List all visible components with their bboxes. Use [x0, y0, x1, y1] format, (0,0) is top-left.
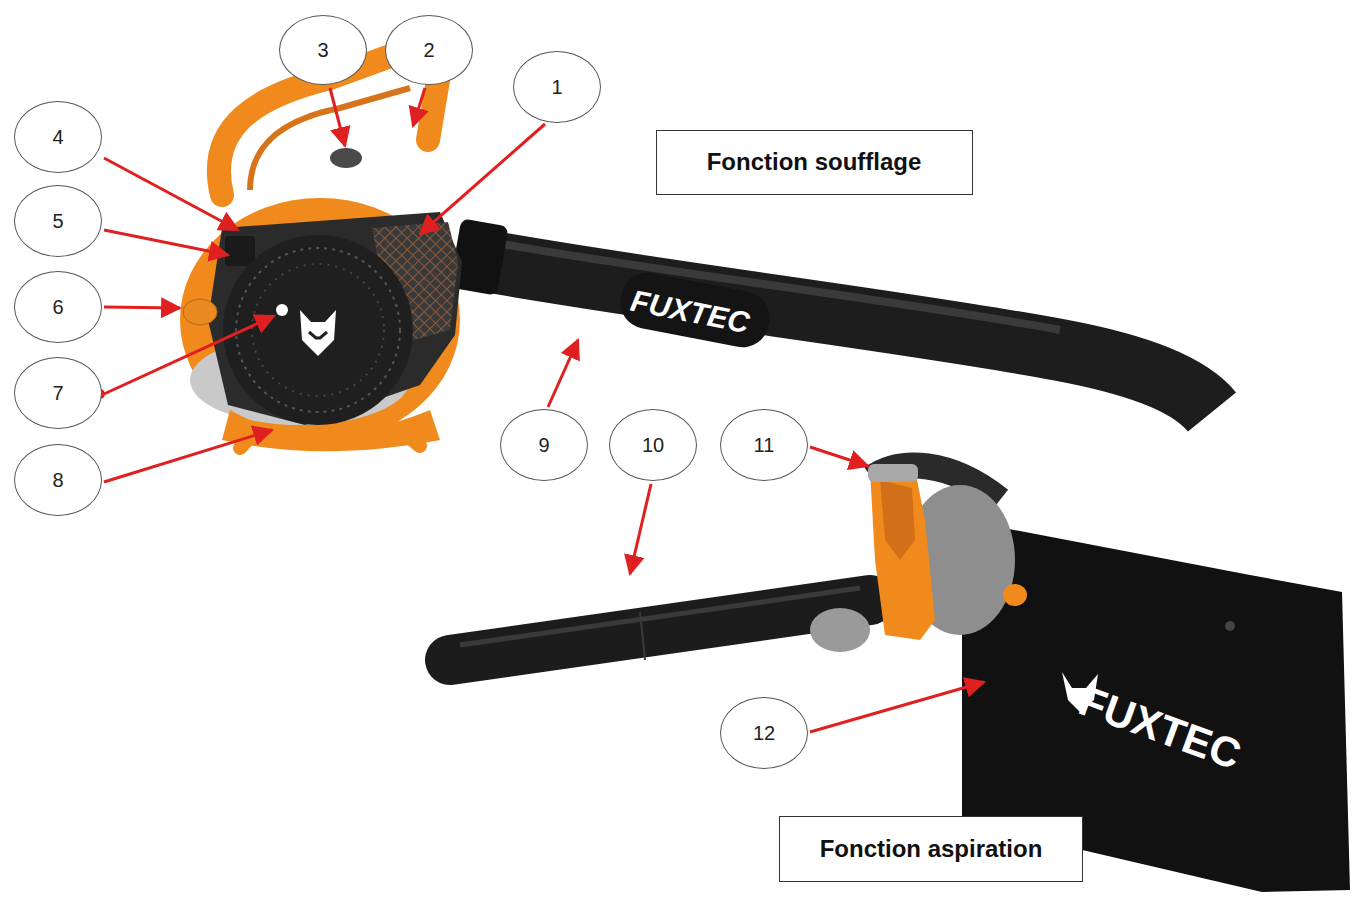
callout-number: 11	[720, 409, 808, 481]
callout-text: 3	[317, 39, 328, 62]
callout-number: 1	[513, 51, 601, 123]
brand-text: FUXTEC	[1073, 677, 1247, 780]
callout-text: 12	[753, 722, 775, 745]
callout-number: 8	[14, 444, 102, 516]
callout-number: 5	[14, 185, 102, 257]
callout-number: 12	[720, 697, 808, 769]
callout-number: 6	[14, 271, 102, 343]
callout-text: 9	[538, 434, 549, 457]
callout-text: 5	[52, 210, 63, 233]
brand-text: FUXTEC	[628, 284, 752, 340]
callout-text: 8	[52, 469, 63, 492]
callout-text: 7	[52, 382, 63, 405]
callout-text: 10	[642, 434, 664, 457]
function-label: Fonction aspiration	[820, 835, 1043, 863]
function-box: Fonction soufflage	[656, 130, 973, 195]
callout-text: 6	[52, 296, 63, 319]
function-label: Fonction soufflage	[707, 148, 922, 176]
callout-text: 11	[754, 434, 775, 457]
callout-number: 3	[279, 15, 367, 85]
callout-text: 2	[423, 39, 434, 62]
function-box: Fonction aspiration	[779, 816, 1083, 882]
callout-text: 1	[551, 76, 562, 99]
callout-number: 7	[14, 357, 102, 429]
callout-number: 10	[609, 409, 697, 481]
callout-text: 4	[52, 126, 63, 149]
callout-number: 9	[500, 409, 588, 481]
callout-number: 2	[385, 15, 473, 85]
callout-number: 4	[14, 101, 102, 173]
